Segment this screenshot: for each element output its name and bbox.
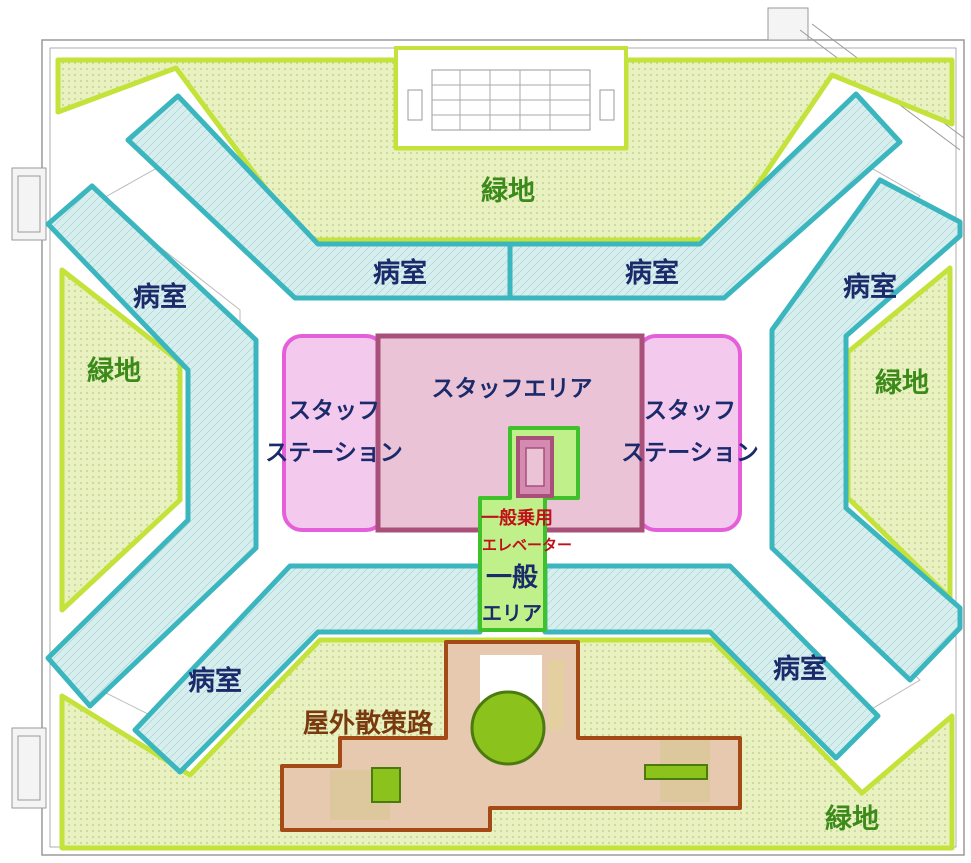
- staff-station-right: [636, 334, 742, 532]
- patient-room-wing-top-right: [507, 91, 903, 301]
- label-staff-station-right-line1: スタッフ: [644, 398, 736, 424]
- label-room-top-left: 病室: [373, 257, 427, 289]
- rooftop-equipment: [394, 46, 628, 150]
- label-green-bottom: 緑地: [825, 803, 879, 835]
- label-green-left: 緑地: [87, 355, 141, 387]
- elevator-shaft: [516, 436, 554, 498]
- label-elevator-line1: 一般乗用: [481, 507, 553, 529]
- stair-cores: [11, 7, 965, 809]
- label-green-right: 緑地: [875, 367, 929, 399]
- patient-room-wing-right: [769, 177, 963, 683]
- label-general-area-line2: エリア: [482, 601, 542, 625]
- patient-room-wing-left: [45, 183, 259, 709]
- label-staff-area: スタッフエリア: [432, 376, 593, 402]
- label-green-top: 緑地: [481, 175, 535, 207]
- label-general-area-line1: 一般: [486, 563, 538, 593]
- label-room-upper-left: 病室: [133, 281, 187, 313]
- label-room-upper-right: 病室: [843, 271, 897, 303]
- label-staff-station-left-line2: ステーション: [265, 440, 403, 466]
- label-staff-station-right-line2: ステーション: [621, 440, 759, 466]
- label-walkway: 屋外散策路: [303, 708, 434, 739]
- label-room-lower-right: 病室: [773, 653, 827, 685]
- label-room-lower-left: 病室: [188, 665, 242, 697]
- label-elevator-line2: エレベーター: [482, 536, 572, 554]
- label-room-top-right: 病室: [625, 257, 679, 289]
- green-area-left: [59, 267, 183, 613]
- staff-station-left: [282, 334, 386, 532]
- label-staff-station-left-line1: スタッフ: [288, 398, 380, 424]
- outdoor-walkway: [280, 640, 742, 832]
